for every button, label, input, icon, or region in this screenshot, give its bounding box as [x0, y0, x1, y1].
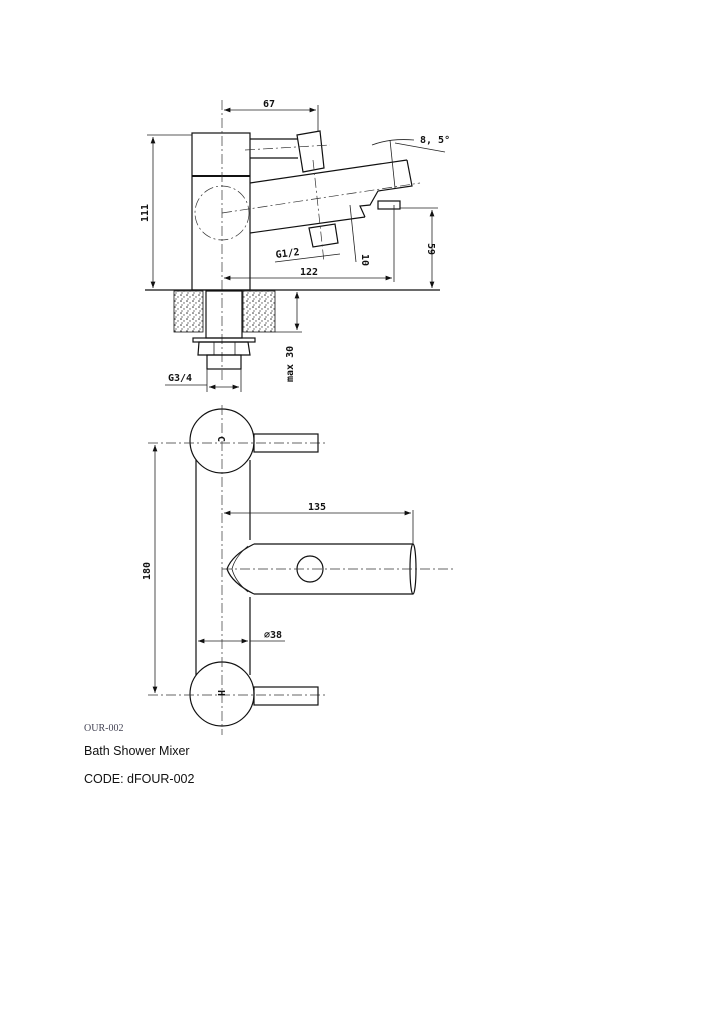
label-cold: C: [215, 436, 226, 442]
dim-135: 135: [308, 502, 326, 513]
dim-122: 122: [300, 267, 318, 278]
dim-10: 10: [359, 254, 370, 266]
side-view: 8, 5° 67 111 122 G1/2 10 59: [140, 99, 450, 392]
dim-diameter: ⌀38: [264, 630, 282, 641]
product-name: Bath Shower Mixer: [84, 744, 190, 758]
dim-g34: G3/4: [168, 373, 192, 384]
dim-max30: max 30: [285, 346, 296, 382]
dim-67: 67: [263, 99, 275, 110]
dim-111: 111: [140, 204, 151, 222]
dim-59: 59: [425, 243, 436, 255]
dim-g12: G1/2: [275, 247, 300, 261]
label-hot: H: [215, 690, 226, 696]
product-code: CODE: dFOUR-002: [84, 772, 195, 786]
dim-angle: 8, 5°: [420, 135, 450, 146]
top-view: C H 135 180 ⌀38: [142, 405, 455, 735]
dim-180: 180: [142, 562, 153, 580]
cut-off-code: OUR-002: [84, 723, 124, 731]
